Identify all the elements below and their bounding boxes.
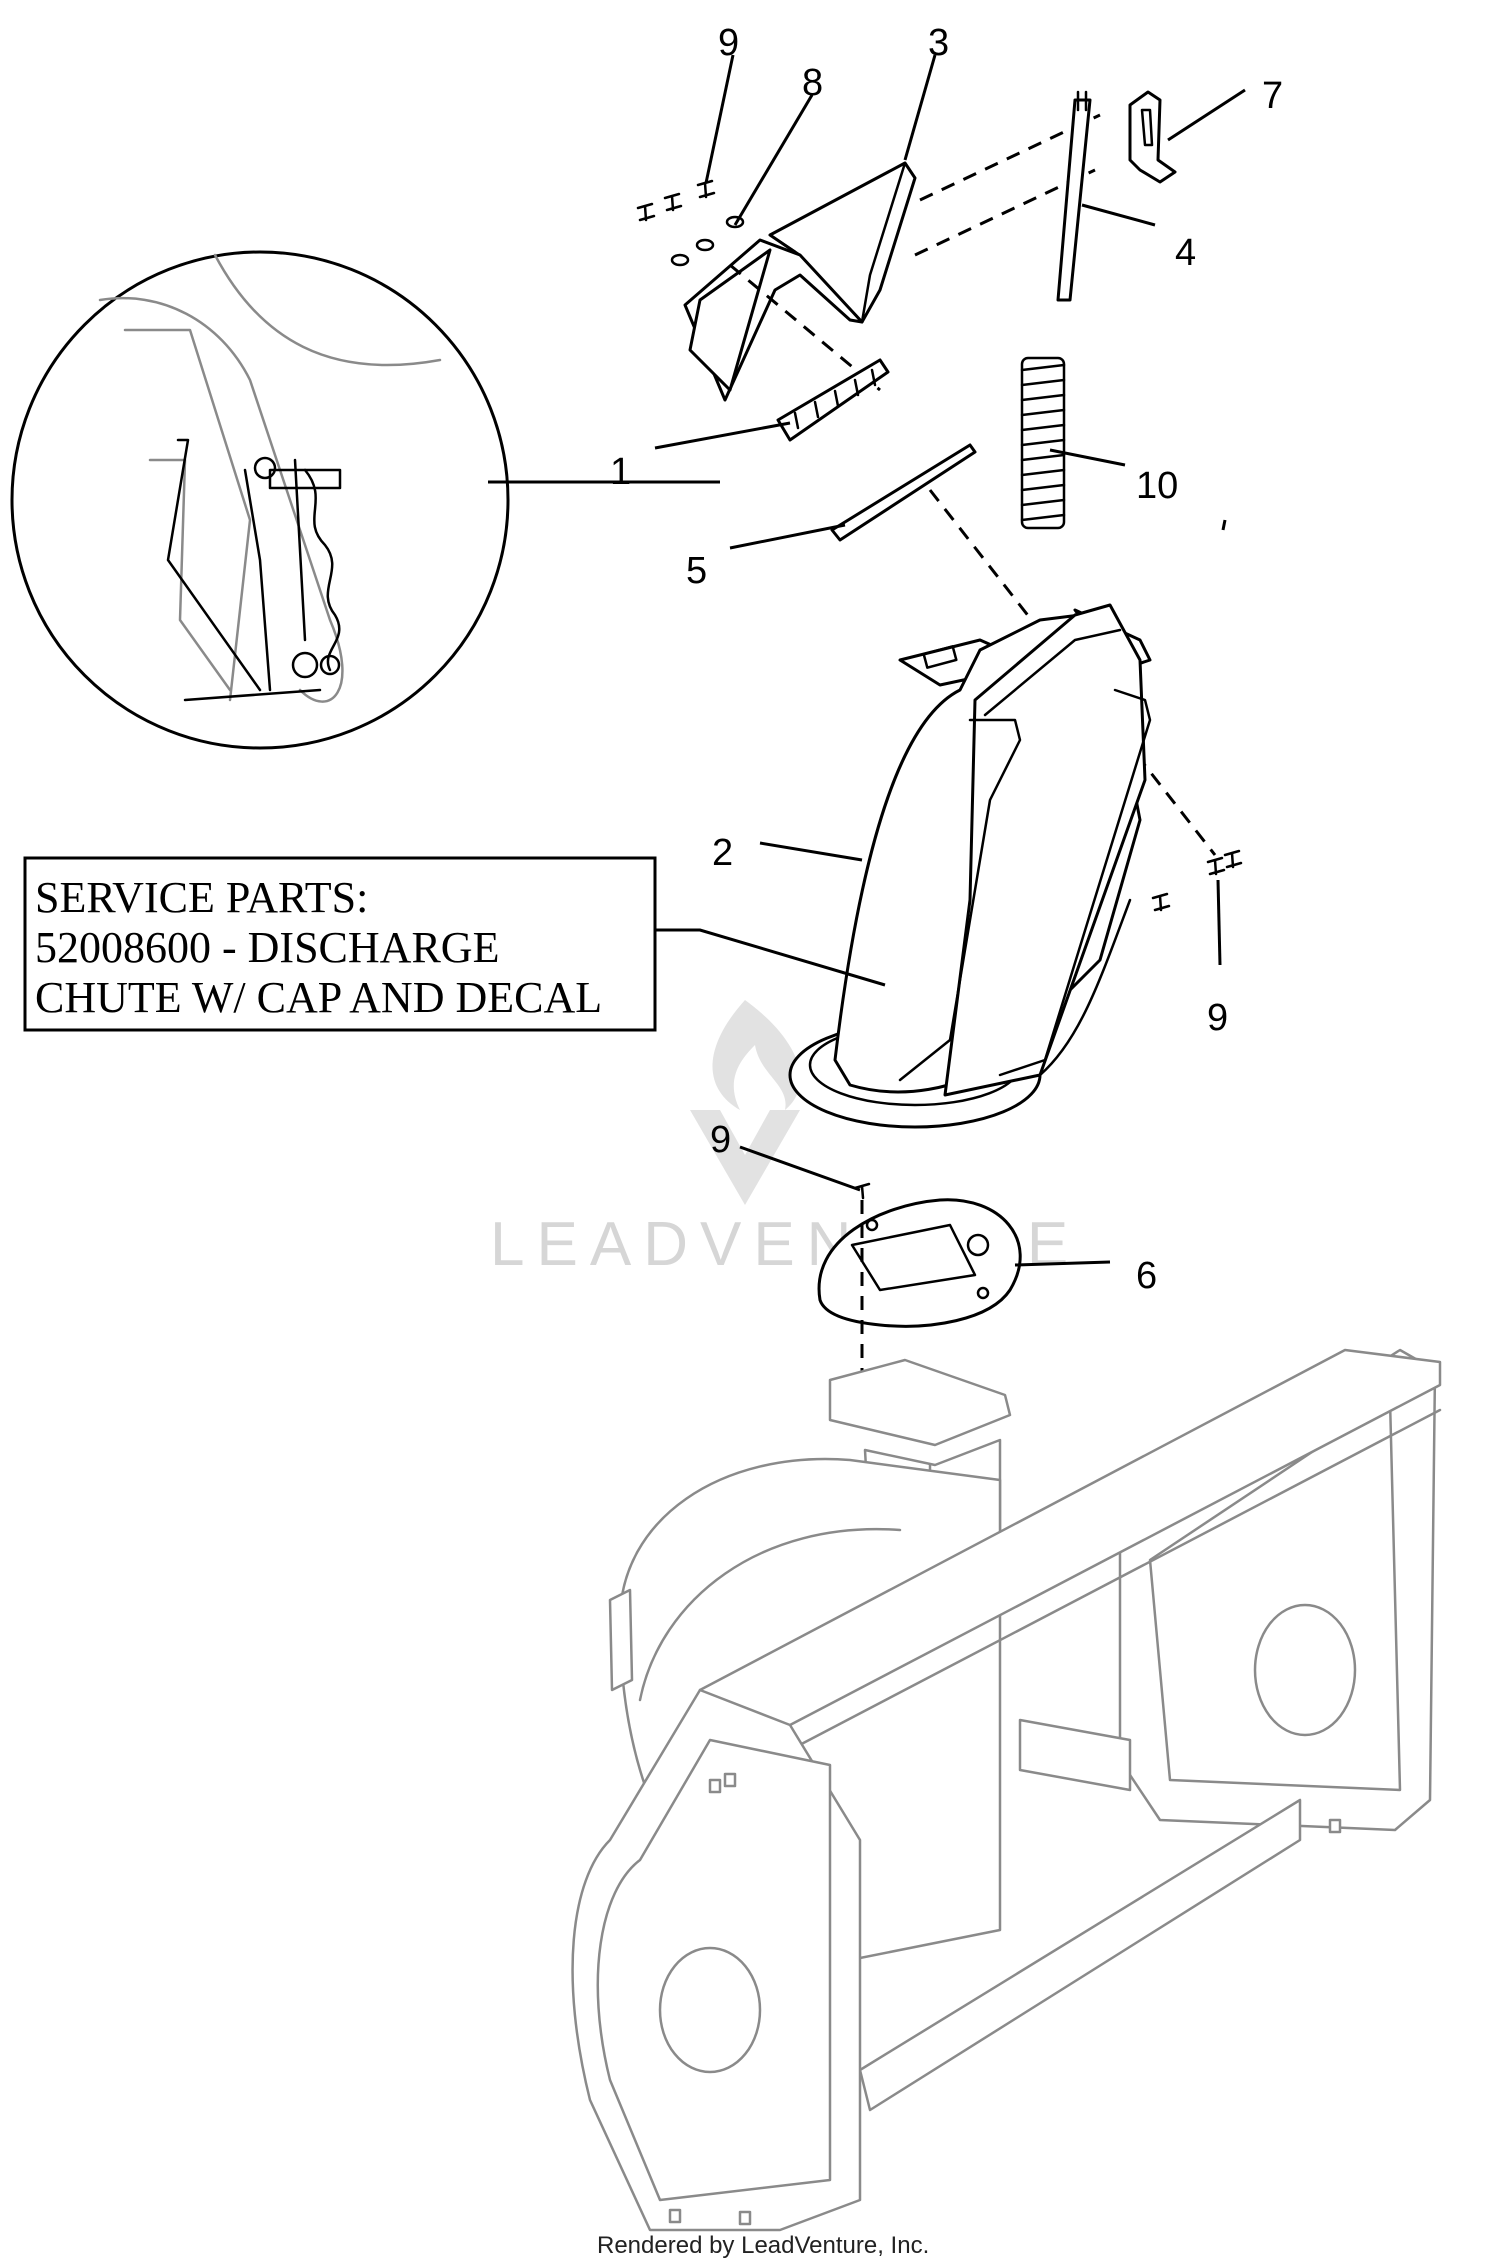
callout-3: 3 — [928, 22, 949, 64]
service-parts-line-2: 52008600 - DISCHARGE — [35, 923, 499, 972]
part-5-plate — [830, 443, 977, 542]
part-1-hinge — [776, 358, 890, 442]
part-3-chute-cap — [683, 161, 917, 402]
footer-credit: Rendered by LeadVenture, Inc. — [597, 2232, 929, 2259]
detail-spring — [303, 468, 341, 672]
service-parts-line-1: SERVICE PARTS: — [35, 873, 368, 922]
detail-inset-view — [10, 250, 510, 750]
part-4-rod — [1056, 90, 1092, 302]
callout-4: 4 — [1175, 232, 1196, 274]
leader-lines — [654, 54, 1246, 1267]
callout-9-flange: 9 — [710, 1119, 731, 1161]
callout-9-top: 9 — [718, 22, 739, 64]
callout-10: 10 — [1136, 465, 1178, 507]
part-9-screws-top — [636, 179, 716, 222]
part-2-discharge-chute — [788, 603, 1152, 1129]
part-10-spring — [1020, 356, 1066, 530]
part-7-bracket — [1128, 90, 1177, 184]
callout-6: 6 — [1136, 1255, 1157, 1297]
detail-rod — [293, 458, 307, 642]
callout-5: 5 — [686, 550, 707, 592]
auger-housing — [571, 1348, 1442, 2232]
callout-2: 2 — [712, 832, 733, 874]
callout-8: 8 — [802, 62, 823, 104]
callout-labels: 9 3 8 7 4 1 10 5 2 9 9 6 — [610, 22, 1283, 1297]
service-parts-line-3: CHUTE W/ CAP AND DECAL — [35, 973, 602, 1022]
part-8-nuts — [670, 215, 745, 267]
part-9-screw-flange — [853, 1182, 871, 1200]
service-parts-frame — [23, 856, 657, 1032]
part-6-flange-plate — [817, 1198, 1022, 1328]
watermark-v-icon — [690, 1110, 800, 1205]
watermark-flame-icon — [712, 1000, 801, 1110]
detail-chute-outline — [98, 296, 344, 703]
part-9-screws-chute — [1151, 849, 1243, 912]
callout-9-chute: 9 — [1207, 997, 1228, 1039]
detail-circle — [10, 250, 510, 750]
service-parts-box: SERVICE PARTS: 52008600 - DISCHARGE CHUT… — [23, 856, 657, 1032]
callout-1: 1 — [610, 451, 631, 493]
callout-7: 7 — [1262, 75, 1283, 117]
